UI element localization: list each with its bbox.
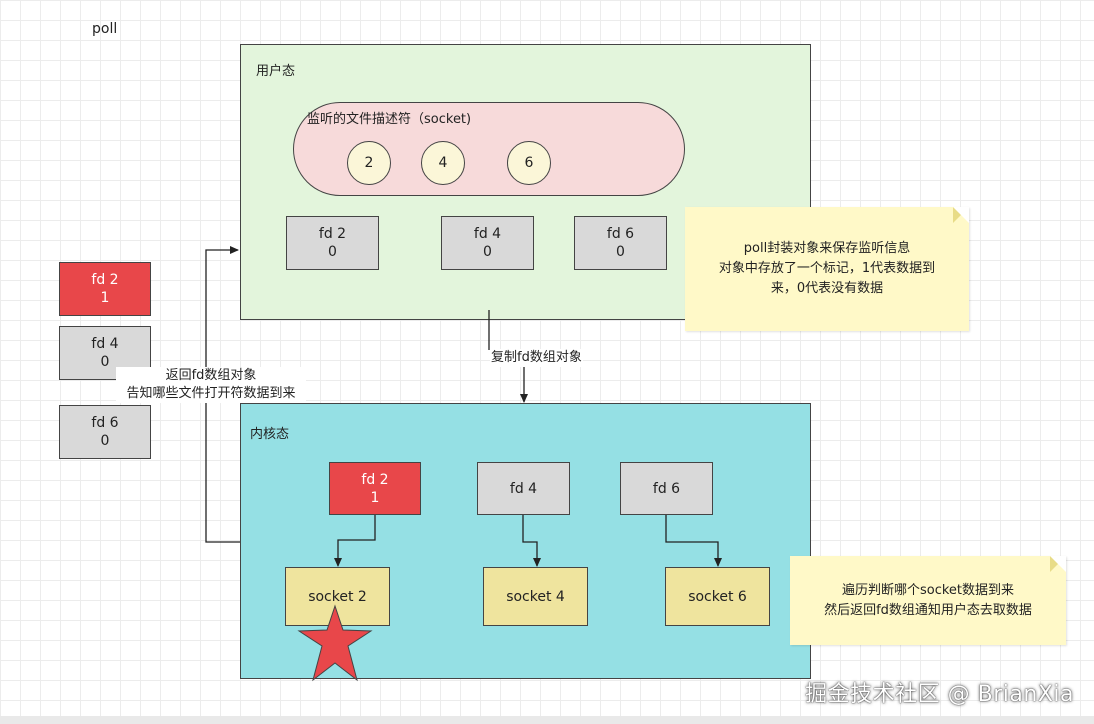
fd-circle-4: 4 <box>421 141 465 185</box>
fd-name: fd 6 <box>91 415 119 431</box>
note-line-2: 对象中存放了一个标记，1代表数据到 <box>718 261 936 276</box>
socket-box-4: socket 4 <box>483 567 588 626</box>
fd-name: fd 2 <box>361 471 389 488</box>
fd-value: 0 <box>616 244 625 260</box>
result-fd-box-2: fd 2 1 <box>59 262 151 316</box>
note-line-1: poll封装对象来保存监听信息 <box>743 241 911 256</box>
watched-fd-label: 监听的文件描述符（socket) <box>307 112 472 127</box>
note-poll-structure: poll封装对象来保存监听信息 对象中存放了一个标记，1代表数据到 来，0代表没… <box>685 207 969 331</box>
fd6-to-socket-arrow <box>665 515 722 567</box>
note-line-2: 然后返回fd数组通知用户态去取数据 <box>824 602 1032 618</box>
fd-circle-6: 6 <box>507 141 551 185</box>
fd-value: 0 <box>100 433 110 449</box>
fd-name: fd 4 <box>91 336 119 352</box>
socket-label: socket 4 <box>506 588 565 605</box>
return-label-line-1: 返回fd数组对象 <box>165 368 257 383</box>
return-label-line-2: 告知哪些文件打开符数据到来 <box>126 386 296 401</box>
user-fd-box-2: fd 2 0 <box>286 216 379 270</box>
fd2-to-socket-arrow <box>334 515 376 567</box>
fd-circle-2: 2 <box>347 141 391 185</box>
fd-value: 1 <box>370 489 380 506</box>
result-fd-box-6: fd 6 0 <box>59 405 151 459</box>
copy-label: 复制fd数组对象 <box>490 349 583 367</box>
kernel-space-label: 内核态 <box>250 427 290 442</box>
fd-value: 0 <box>328 244 337 260</box>
fd-value: 0 <box>483 244 492 260</box>
fd-name: fd 6 <box>606 226 635 242</box>
socket-label: socket 6 <box>688 588 747 605</box>
note-line-1: 遍历判断哪个socket数据到来 <box>841 582 1015 598</box>
bottom-bar <box>0 716 1094 724</box>
user-space-label: 用户态 <box>256 64 296 79</box>
fd-name: fd 2 <box>318 226 347 242</box>
socket-box-6: socket 6 <box>665 567 770 626</box>
note-kernel-traverse: 遍历判断哪个socket数据到来 然后返回fd数组通知用户态去取数据 <box>790 556 1066 645</box>
fd-value: 0 <box>100 354 110 370</box>
user-fd-box-6: fd 6 0 <box>574 216 667 270</box>
fd-name: fd 4 <box>509 480 538 497</box>
star-icon <box>297 604 373 682</box>
socket-box-2: socket 2 <box>285 567 390 626</box>
watermark: 掘金技术社区 @ BrianXia <box>805 682 1074 707</box>
kernel-fd-box-4: fd 4 <box>477 462 570 515</box>
diagram-title: poll <box>92 21 118 37</box>
kernel-fd-box-2: fd 2 1 <box>329 462 421 515</box>
fd-name: fd 2 <box>91 272 119 288</box>
fd4-to-socket-arrow <box>522 515 541 567</box>
fd-name: fd 6 <box>652 480 681 497</box>
copy-arrow <box>488 310 524 402</box>
fd-name: fd 4 <box>473 226 502 242</box>
kernel-fd-box-6: fd 6 <box>620 462 713 515</box>
user-fd-box-4: fd 4 0 <box>441 216 534 270</box>
fd-value: 1 <box>100 290 110 306</box>
note-line-3: 来，0代表没有数据 <box>770 281 884 296</box>
socket-label: socket 2 <box>308 588 367 605</box>
return-label: 返回fd数组对象 告知哪些文件打开符数据到来 <box>116 367 306 403</box>
